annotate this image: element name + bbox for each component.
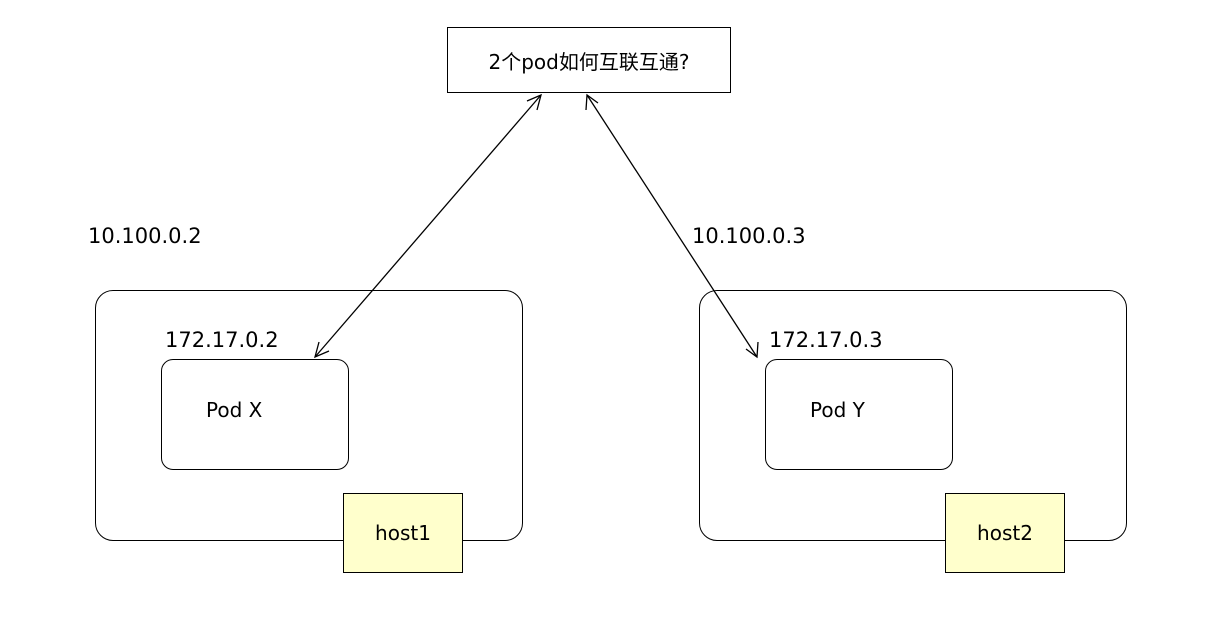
- connector-pod-y-arrowhead-top: [585, 93, 599, 111]
- host1-ip-label: 10.100.0.2: [88, 224, 202, 248]
- question-text: 2个pod如何互联互通?: [488, 49, 690, 74]
- host1-tag-label: host1: [375, 521, 431, 545]
- pod-y-ip-label: 172.17.0.3: [769, 328, 883, 352]
- host2-tag-label: host2: [977, 521, 1033, 545]
- pod-y-label: Pod Y: [810, 398, 865, 422]
- pod-y-box: [765, 359, 953, 470]
- pod-x-ip-label: 172.17.0.2: [165, 328, 279, 352]
- pod-x-box: [161, 359, 349, 470]
- connector-pod-x-arrowhead-top: [526, 93, 542, 111]
- host1-tag: host1: [343, 493, 463, 573]
- pod-x-label: Pod X: [206, 398, 263, 422]
- host2-tag: host2: [945, 493, 1065, 573]
- question-box: 2个pod如何互联互通?: [447, 27, 731, 93]
- host2-ip-label: 10.100.0.3: [692, 224, 806, 248]
